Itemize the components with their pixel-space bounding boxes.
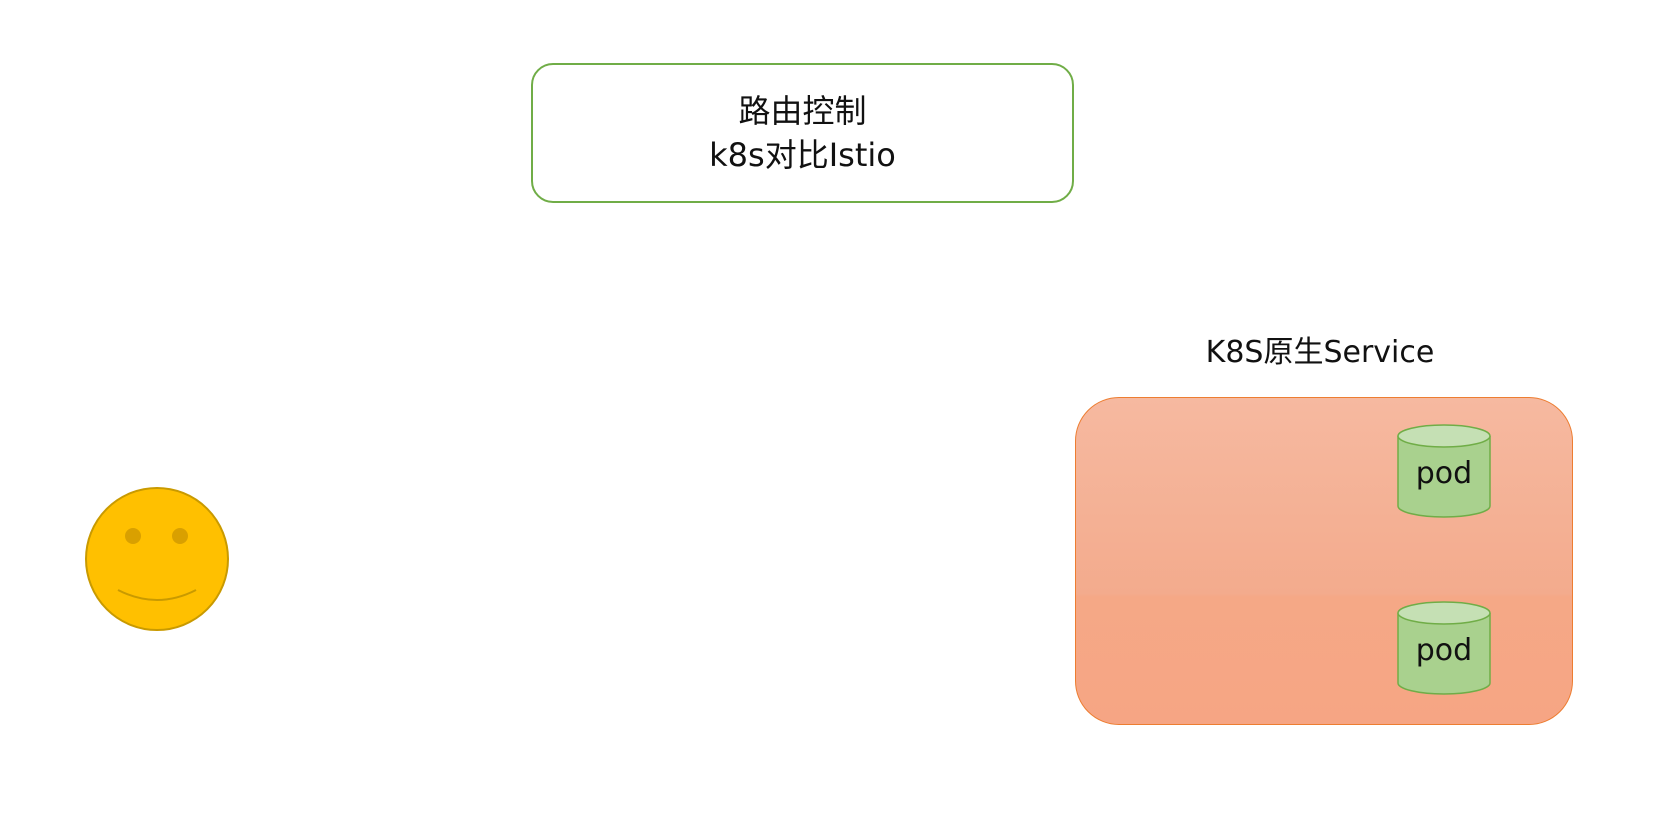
cylinder-icon: [1397, 424, 1491, 518]
pod-label: pod: [1415, 633, 1473, 668]
cylinder-icon: [1397, 601, 1491, 695]
pod-label: pod: [1415, 456, 1473, 491]
title-line-1: 路由控制: [738, 92, 867, 130]
smiley-face-icon: [84, 486, 230, 632]
pod-1: pod: [1397, 424, 1491, 518]
title-box: 路由控制 k8s对比Istio: [531, 63, 1074, 203]
service-box: [1075, 397, 1573, 725]
title-line-2: k8s对比Istio: [709, 136, 896, 174]
service-label: K8S原生Service: [1205, 335, 1435, 370]
pod-2: pod: [1397, 601, 1491, 695]
